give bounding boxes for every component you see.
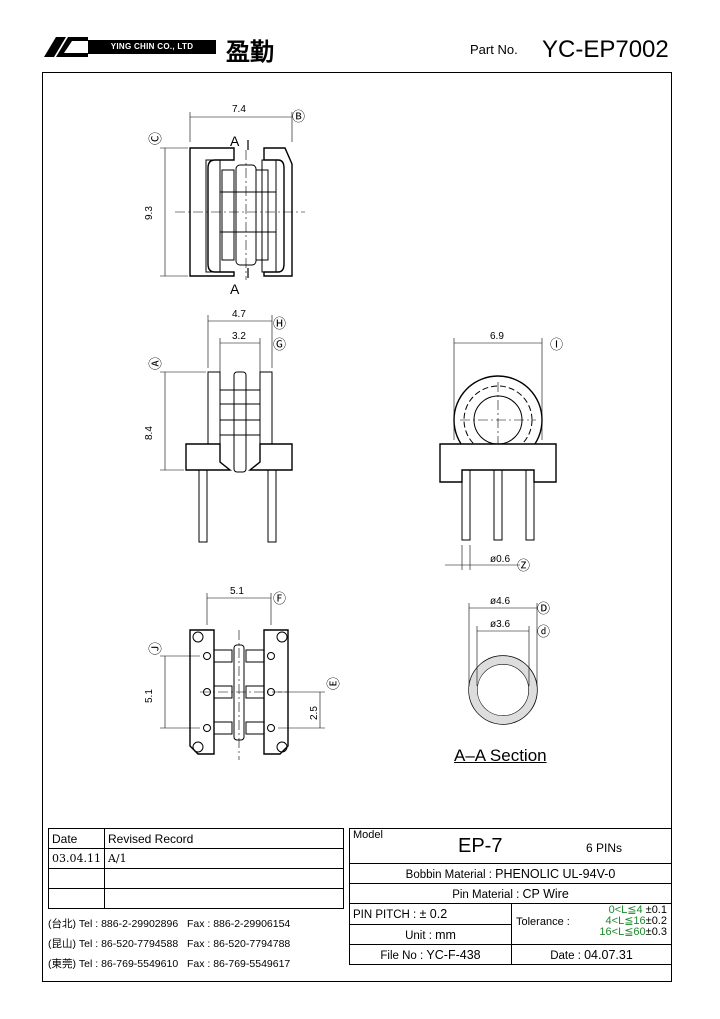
- side-outer-dim: 4.7: [232, 309, 246, 320]
- company-chinese-name: 盈勤: [226, 37, 274, 66]
- pin-pitch-value: ± 0.2: [419, 907, 448, 921]
- contact-region: (台北): [48, 918, 76, 930]
- contact-region: (昆山): [48, 938, 76, 950]
- section-outer-dim: ø4.6: [490, 596, 510, 607]
- tolerance-cell: Tolerance : 0<L≦4 ±0.1 4<L≦16±0.2 16<L≦6…: [511, 903, 672, 945]
- side-outer-tag: Ⓗ: [273, 316, 286, 331]
- tolerance-range: 16<L≦60: [599, 926, 646, 938]
- bobbin-material-label: Bobbin Material :: [405, 868, 492, 881]
- front-width-tag: Ⓘ: [550, 337, 563, 352]
- revision-record: [103, 888, 345, 909]
- tolerance-values: 0<L≦4 ±0.1 4<L≦16±0.2 16<L≦60±0.3: [599, 905, 667, 938]
- side-height-tag: Ⓐ: [148, 357, 163, 370]
- tolerance-value: ±0.3: [645, 926, 667, 938]
- pin-dia-dim: ø0.6: [490, 554, 510, 565]
- side-view: [160, 315, 293, 543]
- top-height-dim: 9.3: [144, 206, 155, 220]
- pin-material-row: Pin Material : CP Wire: [349, 883, 672, 904]
- bobbin-material-row: Bobbin Material : PHENOLIC UL-94V-0: [349, 863, 672, 884]
- part-no-label: Part No.: [470, 42, 518, 57]
- unit-row: Unit : mm: [349, 924, 512, 945]
- technical-drawing: 7.4 Ⓑ 9.3 Ⓒ A A 4.7 Ⓗ 3.2 Ⓖ 8.4 Ⓐ 6.9 Ⓘ …: [144, 104, 563, 760]
- section-mark-top: A: [230, 133, 240, 149]
- front-view: [439, 338, 557, 570]
- pin-count: 6 PINs: [586, 841, 623, 855]
- pin-material-value: CP Wire: [522, 886, 569, 901]
- model-label: Model: [353, 829, 383, 841]
- tolerance-label: Tolerance :: [516, 916, 570, 928]
- revision-record: [103, 868, 345, 889]
- bobbin-material-value: PHENOLIC UL-94V-0: [495, 866, 616, 881]
- logo-icon: [44, 37, 88, 57]
- date-label: Date :: [550, 949, 581, 962]
- file-value: YC-F-438: [426, 947, 481, 962]
- revision-record-header: Revised Record: [103, 828, 345, 849]
- bottom-width-dim: 5.1: [230, 586, 244, 597]
- bottom-height-tag: Ⓙ: [148, 642, 163, 655]
- revision-table: Date Revised Record 03.04.11 A/1: [48, 828, 345, 909]
- unit-value: mm: [435, 927, 456, 942]
- section-inner-tag: ⓓ: [537, 624, 550, 639]
- model-cell: Model EP-7 6 PINs: [349, 828, 672, 864]
- revision-date-header: Date: [48, 828, 105, 849]
- contact-list: (台北) Tel : 886-2-29902896 Fax : 886-2-29…: [48, 914, 344, 974]
- tolerance-range: 4<L≦16: [605, 915, 646, 927]
- drawing-frame: [42, 72, 672, 982]
- pin-material-label: Pin Material :: [452, 888, 520, 901]
- revision-date: [48, 868, 105, 889]
- revision-record: A/1: [103, 848, 345, 869]
- date-row: Date : 04.07.31: [511, 944, 672, 965]
- part-no-value: YC-EP7002: [542, 36, 669, 63]
- contact-row: (東莞) Tel : 86-769-5549610 Fax : 86-769-5…: [48, 954, 344, 974]
- top-width-dim: 7.4: [232, 104, 246, 115]
- bottom-height-dim: 5.1: [144, 689, 155, 703]
- section-outer-tag: Ⓓ: [537, 601, 550, 616]
- side-inner-tag: Ⓖ: [273, 337, 286, 352]
- pin-dia-tag: Ⓩ: [517, 558, 530, 573]
- contact-tel: Tel : 86-769-5549610: [78, 958, 179, 970]
- company-logo: [42, 35, 220, 59]
- bottom-width-tag: Ⓕ: [273, 591, 286, 606]
- contact-row: (台北) Tel : 886-2-29902896 Fax : 886-2-29…: [48, 914, 344, 934]
- pin-pitch-label: PIN PITCH :: [353, 909, 417, 921]
- unit-label: Unit :: [405, 929, 432, 942]
- contact-fax: Fax : 886-2-29906154: [186, 918, 291, 930]
- company-name: YING CHIN CO., LTD: [88, 40, 216, 54]
- front-width-dim: 6.9: [490, 331, 504, 342]
- tolerance-value: ±0.2: [645, 915, 667, 927]
- section-title: A–A Section: [454, 746, 547, 765]
- revision-date: 03.04.11: [48, 848, 105, 869]
- section-mark-bottom: A: [230, 281, 240, 297]
- file-row: File No : YC-F-438: [349, 944, 512, 965]
- spec-table: Model EP-7 6 PINs Bobbin Material : PHEN…: [349, 828, 672, 965]
- contact-tel: Tel : 86-520-7794588: [78, 938, 179, 950]
- revision-date: [48, 888, 105, 909]
- top-width-tag: Ⓑ: [292, 109, 305, 124]
- side-inner-dim: 3.2: [232, 331, 246, 342]
- section-inner-dim: ø3.6: [490, 619, 510, 630]
- file-label: File No :: [380, 949, 424, 962]
- side-height-dim: 8.4: [144, 426, 155, 440]
- contact-region: (東莞): [48, 958, 76, 970]
- tolerance-value: ±0.1: [645, 904, 667, 916]
- pitch-tag: Ⓔ: [326, 677, 341, 690]
- model-value: EP-7: [458, 835, 503, 857]
- contact-fax: Fax : 86-769-5549617: [186, 958, 291, 970]
- contact-tel: Tel : 886-2-29902896: [78, 918, 179, 930]
- bottom-view: [160, 593, 325, 760]
- pin-pitch-row: PIN PITCH : ± 0.2: [349, 903, 512, 925]
- date-value: 04.07.31: [584, 947, 633, 962]
- pitch-dim: 2.5: [309, 706, 320, 720]
- tolerance-range: 0<L≦4: [608, 904, 643, 916]
- top-height-tag: Ⓒ: [148, 132, 163, 145]
- contact-row: (昆山) Tel : 86-520-7794588 Fax : 86-520-7…: [48, 934, 344, 954]
- top-view: [160, 112, 305, 280]
- section-view: [468, 603, 538, 725]
- contact-fax: Fax : 86-520-7794788: [186, 938, 291, 950]
